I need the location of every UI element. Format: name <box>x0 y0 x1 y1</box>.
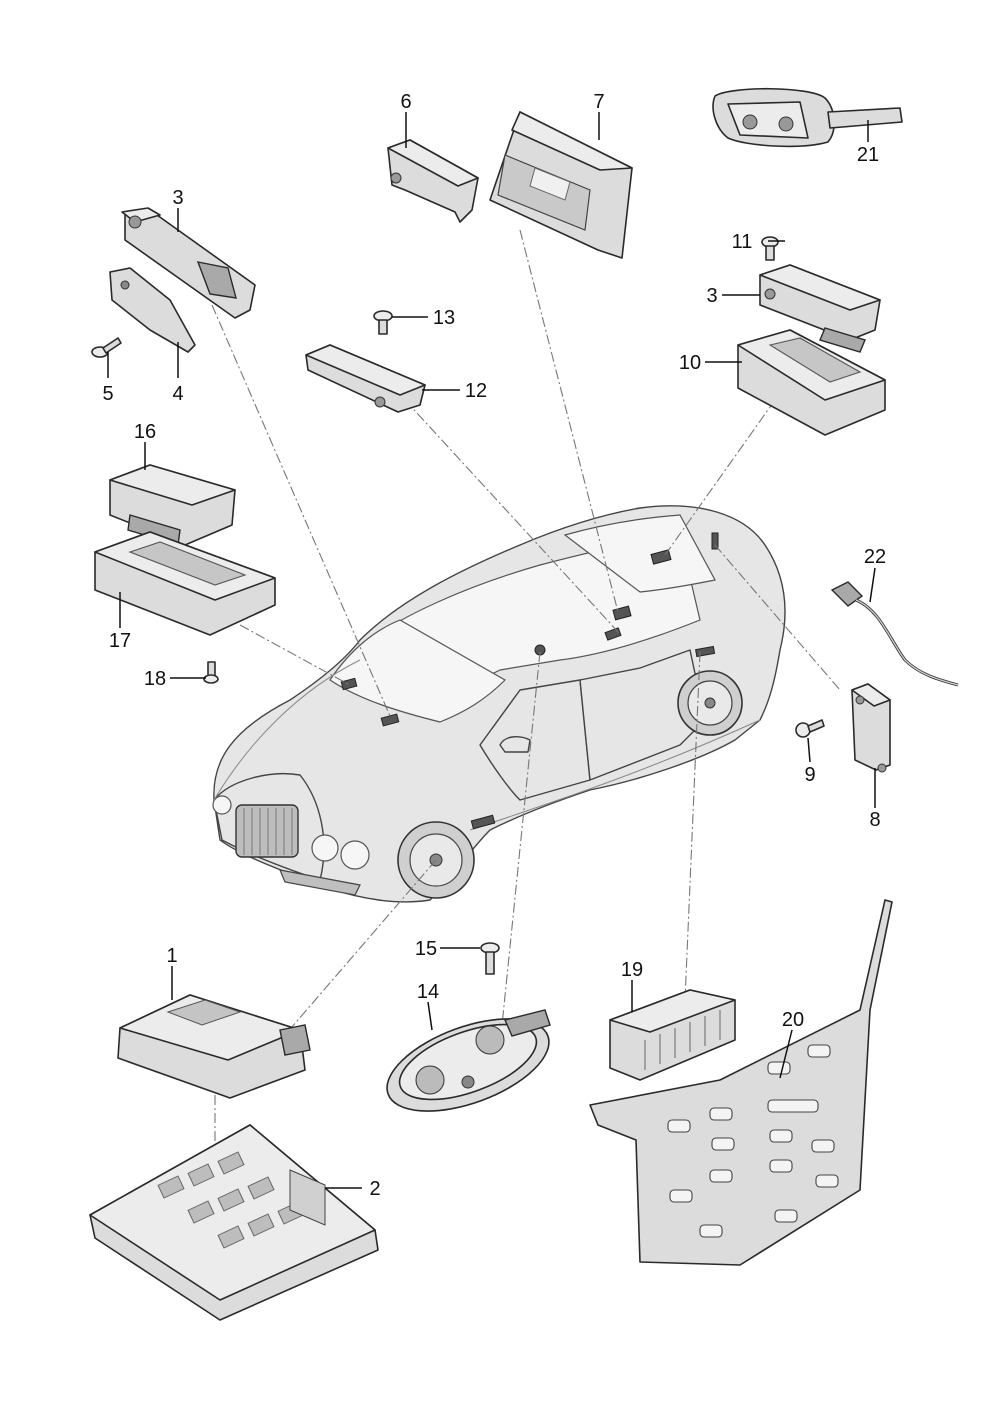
callout-5: 5 <box>102 383 113 405</box>
part-1-control-unit <box>117 994 311 1099</box>
part-21-key-fob <box>712 87 903 148</box>
part-8-antenna <box>851 683 891 773</box>
part-20-bracket-plate <box>589 899 893 1266</box>
callout-10: 10 <box>679 352 701 374</box>
part-3-module-right <box>759 264 881 353</box>
callout-17: 17 <box>109 630 131 652</box>
part-10-tray <box>737 329 886 436</box>
car-illustration <box>212 505 786 903</box>
callout-9: 9 <box>804 764 815 786</box>
part-12-module <box>305 344 426 413</box>
callout-15: 15 <box>415 938 437 960</box>
part-5-screw <box>91 337 122 358</box>
callout-20: 20 <box>782 1009 804 1031</box>
callout-8: 8 <box>869 809 880 831</box>
part-7-housing <box>489 111 633 259</box>
callout-11: 11 <box>732 231 753 253</box>
callout-numbers: 6 7 21 3 11 3 13 5 4 10 12 16 22 17 18 9… <box>102 91 886 1200</box>
part-11-screw <box>761 236 779 261</box>
part-14-antenna-base <box>386 1009 551 1112</box>
part-18-screw <box>203 661 219 684</box>
callout-6: 6 <box>400 91 411 113</box>
callout-21: 21 <box>857 144 879 166</box>
part-6-bracket <box>387 139 479 223</box>
part-4-bracket <box>109 267 196 353</box>
callout-13: 13 <box>433 307 455 329</box>
callout-16: 16 <box>134 421 156 443</box>
callout-19: 19 <box>621 959 643 981</box>
callout-2: 2 <box>369 1178 380 1200</box>
part-2-tray <box>89 1124 379 1321</box>
callout-3-right: 3 <box>706 285 717 307</box>
callout-3: 3 <box>172 187 183 209</box>
callout-1: 1 <box>166 945 177 967</box>
part-17-tray <box>94 531 276 636</box>
callout-4: 4 <box>172 383 183 405</box>
callout-7: 7 <box>593 91 604 113</box>
part-15-screw <box>480 942 500 975</box>
part-22-cable <box>830 581 959 687</box>
part-16-control-unit <box>109 464 236 546</box>
callout-12: 12 <box>465 380 487 402</box>
callout-22: 22 <box>864 546 886 568</box>
part-13-screw <box>373 310 393 335</box>
part-9-screw <box>795 719 825 738</box>
callout-18: 18 <box>144 668 166 690</box>
part-3-sensor <box>121 207 256 319</box>
part-19-module <box>609 989 736 1081</box>
leader-lines <box>107 112 876 1189</box>
location-lines <box>211 229 841 1245</box>
callout-14: 14 <box>417 981 439 1003</box>
